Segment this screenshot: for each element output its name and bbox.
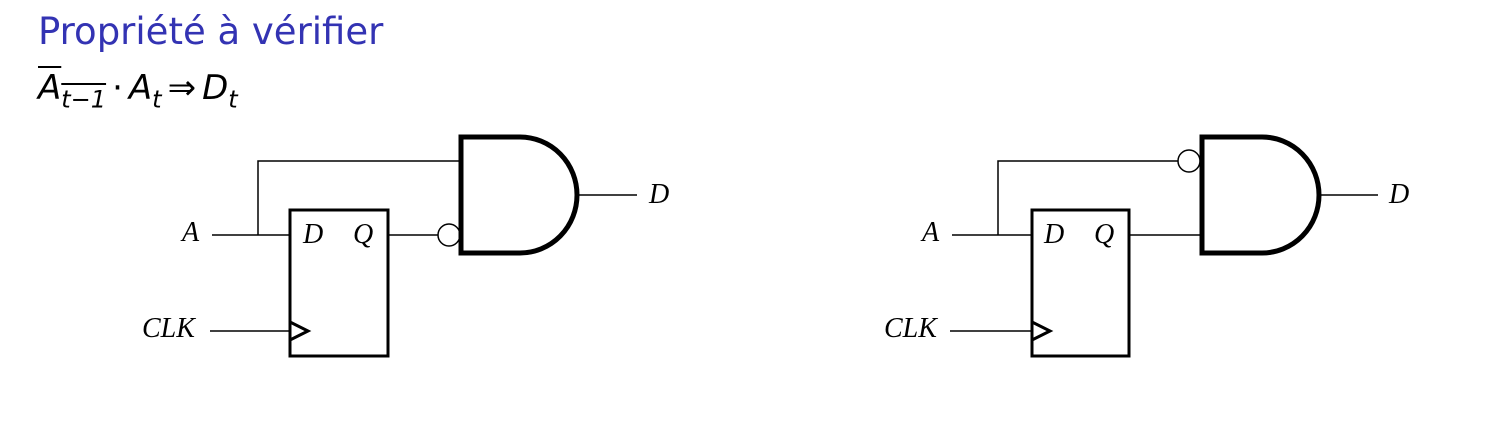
formula-and-operator: · xyxy=(112,68,123,108)
formula-var-a-prev: A xyxy=(38,68,62,108)
formula-sub-prev: t−1 xyxy=(61,85,107,114)
clock-triangle-icon xyxy=(1031,320,1054,342)
circuit-1: A CLK D Q D xyxy=(142,134,669,358)
inverter-bubble-icon xyxy=(437,223,461,247)
and-gate-icon xyxy=(458,134,580,256)
formula-negated-term: At−1 xyxy=(38,68,106,113)
d-flip-flop xyxy=(288,208,390,358)
input-clk-label: CLK xyxy=(884,313,938,344)
circuit-2: A CLK D Q D xyxy=(884,134,1409,358)
input-a-label: A xyxy=(920,217,940,248)
output-d-label: D xyxy=(1388,179,1409,210)
wire-a-to-gate xyxy=(257,160,461,235)
input-clk-label: CLK xyxy=(142,313,196,344)
ff-d-label: D xyxy=(302,219,323,250)
formula-var-d: D xyxy=(202,68,229,108)
wire-a-to-gate xyxy=(997,160,1178,235)
formula-sub-d: t xyxy=(228,85,238,114)
clock-triangle-icon xyxy=(289,320,312,342)
ff-q-label: Q xyxy=(353,219,373,250)
ff-q-label: Q xyxy=(1094,219,1114,250)
page-title: Propriété à vérifier xyxy=(38,10,384,53)
ff-d-label: D xyxy=(1043,219,1064,250)
and-gate-icon xyxy=(1199,134,1322,256)
d-flip-flop xyxy=(1030,208,1131,358)
input-a-label: A xyxy=(180,217,200,248)
property-formula: At−1·At⇒Dt xyxy=(38,68,238,128)
inverter-bubble-icon xyxy=(1177,149,1201,173)
formula-implies-operator: ⇒ xyxy=(167,68,197,108)
output-d-label: D xyxy=(648,179,669,210)
formula-var-a: A xyxy=(128,68,153,108)
formula-sub-t: t xyxy=(152,85,162,114)
